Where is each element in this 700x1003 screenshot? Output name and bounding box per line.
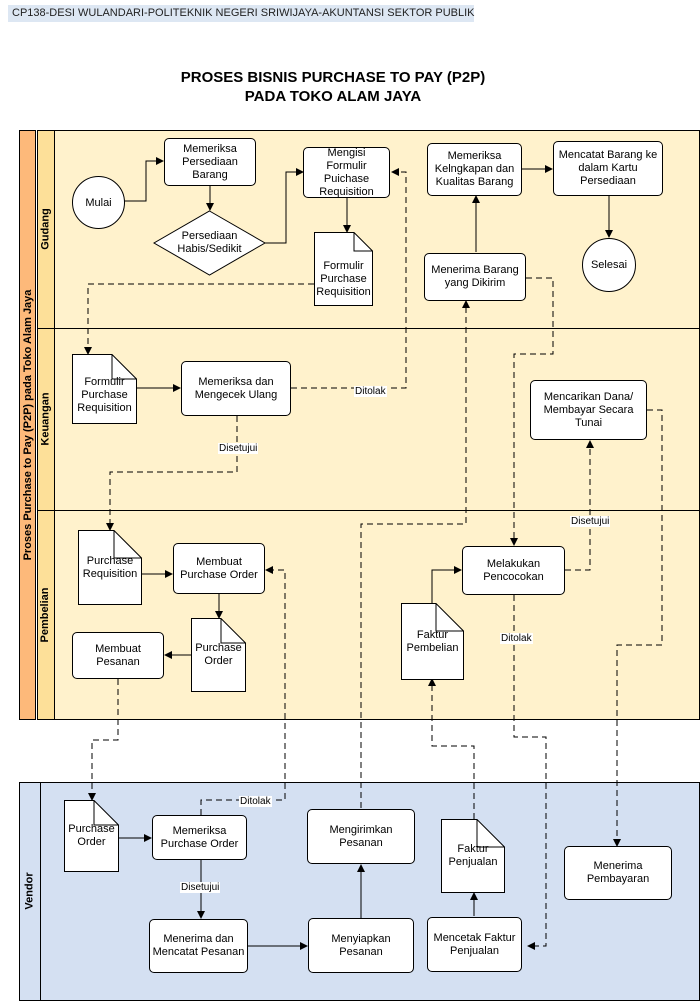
edge-label-disetujui-vendor: Disetujui (180, 882, 221, 893)
faktur-penjualan-label: Faktur Penjualan (448, 843, 498, 868)
edge-label-ditolak-pencocokan: Ditolak (500, 633, 533, 644)
edge-memeriksa-po-ditolak-to-membuat-po (200, 566, 286, 815)
lane-label-vendor-bar: Vendor (19, 782, 41, 1001)
edge-diamond-to-mengisi (265, 168, 304, 244)
edge-label-ditolak-vendor: Ditolak (239, 796, 272, 807)
menerima-pembayaran-task: Menerima Pembayaran (564, 846, 672, 900)
purchase-order-label: Purchase Order (195, 642, 242, 667)
edge-mengirimkan-to-menerima-barang (360, 300, 470, 808)
document-shape (78, 530, 142, 605)
mencetak-faktur-task: Mencetak Faktur Penjualan (427, 917, 522, 972)
mengisi-formulir-task: Mengisi Formulir Puichase Requisition (303, 147, 390, 198)
edge-pencocokan-ditolak-to-mencetak (513, 595, 547, 950)
memeriksa-mengecek-task: Memeriksa dan Mengecek Ulang (181, 361, 291, 416)
faktur-penjualan-document: Faktur Penjualan (441, 819, 505, 893)
pool-label-bar: Proses Purchase to Pay (P2P) pada Toko A… (19, 130, 36, 720)
title-line-2: PADA TOKO ALAM JAYA (244, 88, 422, 105)
purchase-requisition-label: Purchase Requisition (82, 554, 138, 580)
title-line-1: PROSES BISNIS PURCHASE TO PAY (P2P) (180, 69, 486, 86)
edge-memeriksa-disetujui-to-pr (106, 416, 238, 531)
persediaan-habis-decision: Persediaan Habis/Sedikit (153, 210, 266, 276)
purchase-requisition-document: Purchase Requisition (78, 530, 142, 605)
end-event: Selesai (582, 238, 636, 292)
edge-faktur-to-pencocokan (431, 566, 462, 603)
persediaan-habis-label: Persediaan Habis/Sedikit (177, 230, 242, 255)
edge-pencocokan-disetujui-to-mencarikan (565, 440, 594, 571)
edge-mulai-to-memeriksa (124, 157, 164, 202)
document-caption: CP138-DESI WULANDARI-POLITEKNIK NEGERI S… (8, 5, 475, 22)
edge-memeriksa-ditolak-to-mengisi (291, 168, 407, 389)
formulir-pr-gudang-document: Formulir Purchase Requisition (314, 232, 373, 306)
menerima-barang-task: Menerima Barang yang Dikirim (424, 253, 526, 301)
document-shape (64, 800, 119, 872)
edge-mencarikan-to-menerima-pembayaran (613, 409, 663, 847)
memeriksa-persediaan-task: Memeriksa Persediaan Barang (164, 138, 256, 186)
formulir-pr-keuangan-document: Formulir Purchase Requisition (72, 354, 137, 424)
document-shape (72, 354, 137, 424)
document-shape (314, 232, 373, 306)
document-shape (441, 819, 505, 893)
menyiapkan-pesanan-task: Menyiapkan Pesanan (308, 918, 414, 973)
document-shape (401, 603, 464, 680)
edge-label-disetujui-pencocokan: Disetujui (570, 516, 611, 527)
mencatat-barang-task: Mencatat Barang ke dalam Kartu Persediaa… (553, 141, 663, 196)
formulir-pr-keuangan-label: Formulir Purchase Requisition (77, 375, 132, 414)
document-shape (191, 618, 246, 692)
purchase-order-vendor-document: Purchase Order (64, 800, 119, 872)
edge-label-disetujui-keuangan: Disetujui (218, 443, 259, 454)
formulir-pr-gudang-label: Formulir Purchase Requisition (316, 259, 371, 298)
purchase-order-document: Purchase Order (191, 618, 246, 692)
decision-diamond-shape (153, 210, 266, 276)
start-event: Mulai (72, 176, 125, 229)
edge-menerima-barang-to-pencocokan (510, 277, 554, 546)
edge-label-ditolak-keuangan: Ditolak (354, 386, 387, 397)
membuat-pesanan-task: Membuat Pesanan (72, 632, 164, 679)
memeriksa-kelengkapan-task: Memeriksa Kelngkapan dan Kualitas Barang (427, 143, 522, 196)
edge-membuat-pesanan-to-po-vendor (88, 679, 119, 801)
mencarikan-dana-task: Mencarikan Dana/ Membayar Secara Tunai (530, 380, 647, 440)
mengirimkan-pesanan-task: Mengirimkan Pesanan (307, 809, 415, 864)
edge-faktur-penjualan-to-faktur-pembelian (428, 678, 475, 819)
diagram-title: PROSES BISNIS PURCHASE TO PAY (P2P) PADA… (0, 68, 666, 106)
lane-pembelian (54, 510, 700, 720)
memeriksa-po-task: Memeriksa Purchase Order (152, 815, 247, 860)
membuat-po-task: Membuat Purchase Order (173, 543, 265, 594)
purchase-order-vendor-label: Purchase Order (68, 823, 115, 848)
edge-formulir-gudang-to-keuangan (84, 283, 314, 355)
faktur-pembelian-label: Faktur Pembelian (406, 628, 459, 654)
melakukan-pencocokan-task: Melakukan Pencocokan (462, 546, 565, 595)
menerima-mencatat-pesanan-task: Menerima dan Mencatat Pesanan (149, 919, 248, 973)
faktur-pembelian-document: Faktur Pembelian (401, 603, 464, 680)
